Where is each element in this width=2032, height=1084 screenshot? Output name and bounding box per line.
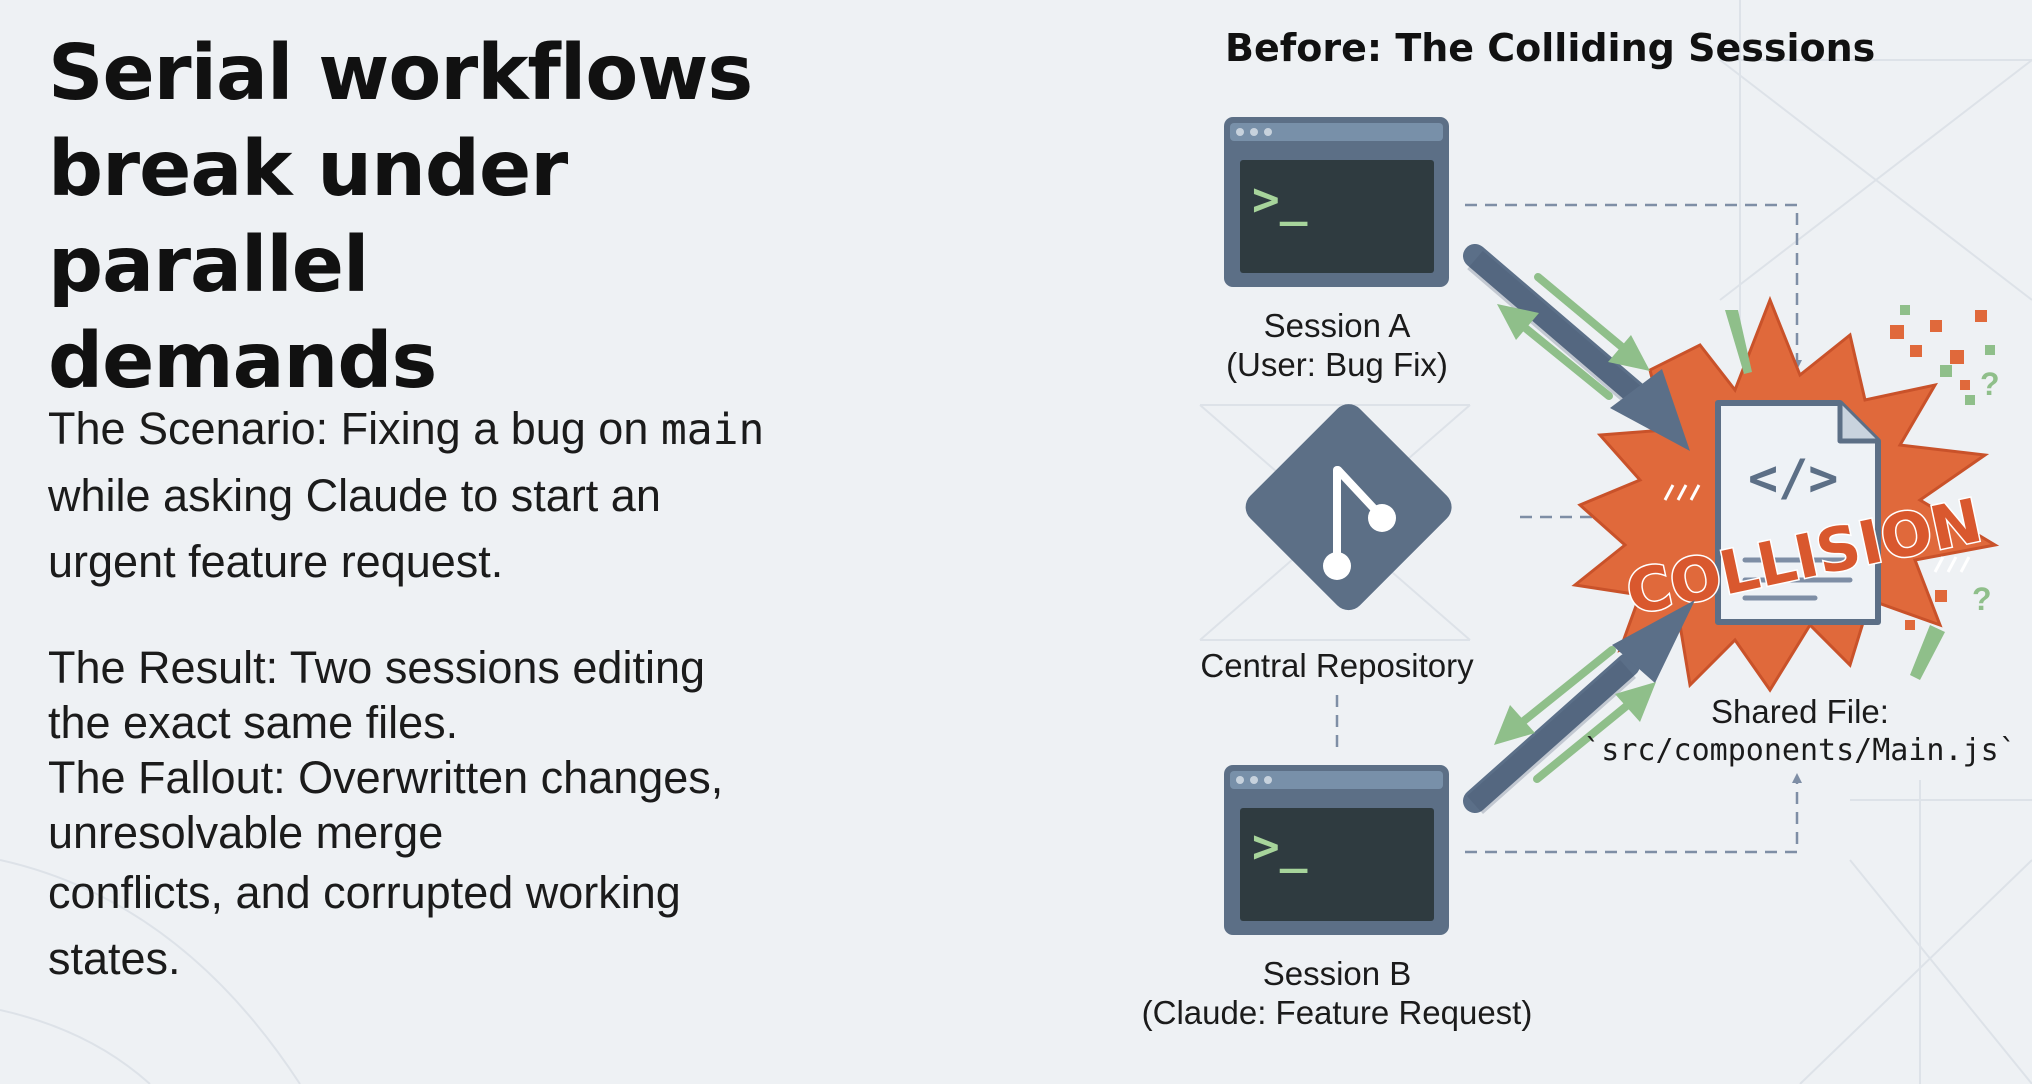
session-b-role: (Claude: Feature Request) — [1141, 994, 1533, 1031]
fallout-line-3: conflicts, and corrupted working — [48, 867, 681, 918]
branch-code: main — [660, 405, 765, 455]
title-line-1: Serial workflows — [48, 29, 753, 118]
result-line-2: the exact same files. — [48, 697, 459, 748]
terminal-icon-session-a: >_ — [1224, 117, 1449, 287]
result-line-1: The Result: Two sessions editing — [48, 642, 706, 693]
scenario-paragraph: The Scenario: Fixing a bug on main while… — [48, 396, 868, 595]
prompt-icon: >_ — [1252, 819, 1308, 873]
git-icon — [1245, 404, 1452, 611]
fallout-line-1: The Fallout: Overwritten changes, — [48, 752, 724, 803]
title-line-3: demands — [48, 317, 437, 406]
terminal-icon-session-b: >_ — [1224, 765, 1449, 935]
scenario-line-2: while asking Claude to start an — [48, 470, 661, 521]
file-code-icon: </> — [1715, 400, 1881, 625]
sync-arrow-a-out — [1534, 273, 1650, 371]
diagram-title: Before: The Colliding Sessions — [1225, 26, 1876, 70]
code-brackets-icon: </> — [1748, 449, 1838, 507]
shared-file-label: Shared File: `src/components/Main.js` — [1575, 692, 2025, 770]
question-mark-1: ? — [1980, 366, 2000, 402]
session-a-label: Session A (User: Bug Fix) — [1187, 306, 1487, 384]
scenario-line-1: The Scenario: Fixing a bug on main — [48, 396, 868, 463]
title-line-2: break under parallel — [48, 125, 568, 310]
sync-arrow-a-in — [1497, 304, 1613, 400]
session-a-name: Session A — [1263, 307, 1411, 344]
session-b-label: Session B (Claude: Feature Request) — [1117, 954, 1557, 1032]
repository-name: Central Repository — [1200, 647, 1474, 684]
prompt-icon: >_ — [1252, 172, 1308, 226]
slide-title: Serial workflows break under parallel de… — [48, 26, 908, 410]
sync-arrow-b-in — [1494, 646, 1616, 745]
arrow-session-b-to-file — [1463, 600, 1695, 814]
question-mark-2: ? — [1972, 581, 1992, 617]
shared-file-name: Shared File: — [1711, 693, 1889, 730]
scenario-line-3: urgent feature request. — [48, 536, 504, 587]
sync-arrow-b-out — [1533, 682, 1656, 783]
result-fallout-paragraph: The Result: Two sessions editing the exa… — [48, 640, 868, 992]
session-a-role: (User: Bug Fix) — [1226, 346, 1448, 383]
repository-label: Central Repository — [1157, 646, 1517, 685]
arrow-session-a-to-file — [1463, 244, 1690, 451]
dash-session-b-to-file — [1465, 773, 1802, 854]
session-b-name: Session B — [1262, 955, 1412, 992]
shared-file-path: `src/components/Main.js` — [1583, 733, 2017, 768]
scenario-prefix: The Scenario: Fixing a bug on — [48, 403, 661, 454]
fallout-line-4: states. — [48, 933, 181, 984]
fallout-line-2: unresolvable merge — [48, 807, 444, 858]
dash-session-a-to-file — [1465, 203, 1802, 370]
